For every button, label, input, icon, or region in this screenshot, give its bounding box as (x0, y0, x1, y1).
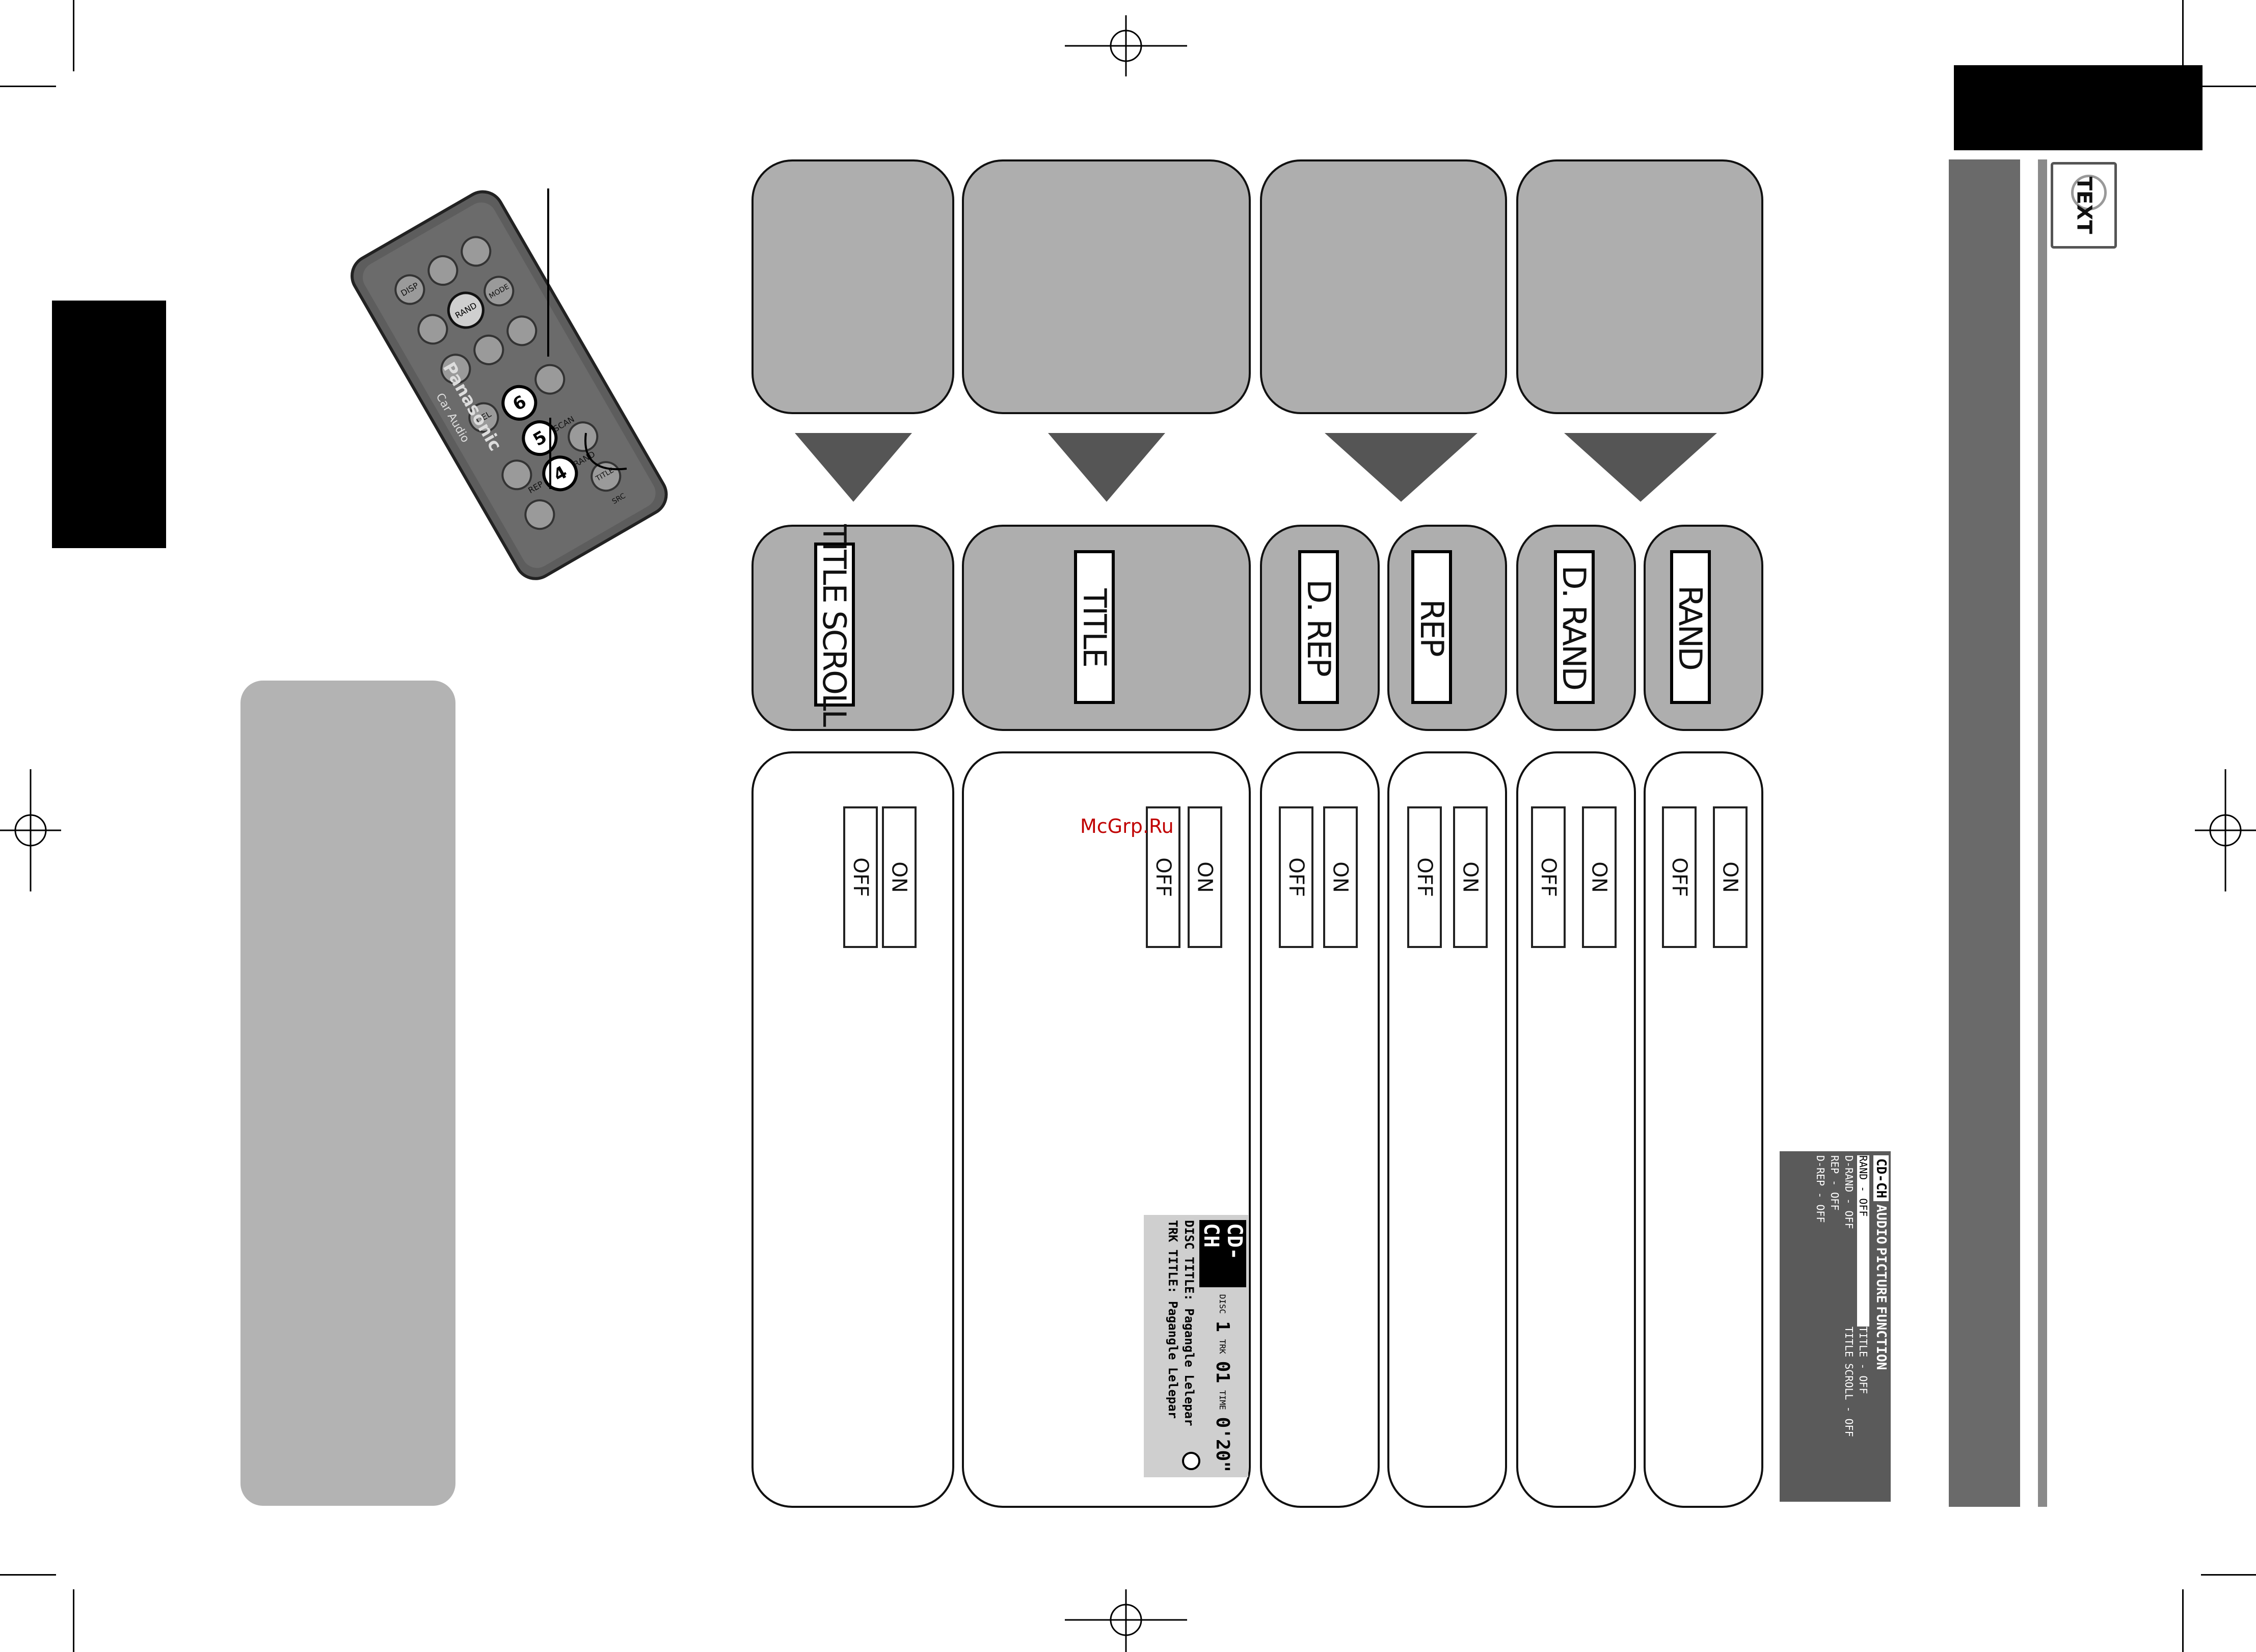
display-panel-title-scroll (751, 159, 954, 414)
menu-item-rep: REP - OFF (1829, 1155, 1841, 1211)
crop-mark (0, 1574, 56, 1576)
mode-label-rep: REP (1411, 550, 1452, 704)
registration-mark-right (2195, 769, 2256, 891)
menu-item-d-rep: D-REP - OFF (1814, 1155, 1827, 1223)
page-tab-right (1954, 65, 2203, 150)
crop-mark (2182, 0, 2184, 71)
page-tab-left (52, 301, 166, 548)
mode-label-title-scroll: TITLE SCROLL (814, 524, 855, 725)
display-panel-title (962, 159, 1251, 414)
state-panel-d-rep (1260, 751, 1380, 1508)
menu-tab-picture: PICTURE (1873, 1247, 1889, 1304)
cd-screen-disc-title: DISC TITLE: Pagangle Lelepar (1182, 1220, 1196, 1426)
arrow-down-icon (1048, 433, 1165, 502)
menu-item-rand: RAND - OFF (1857, 1155, 1869, 1326)
watermark: McGrp.Ru (1080, 815, 1174, 837)
menu-item-title: TITLE - OFF (1857, 1326, 1869, 1394)
arrow-down-icon (1325, 433, 1478, 502)
state-on-rep: ON (1453, 806, 1488, 948)
display-panel-rand (1516, 159, 1763, 414)
info-panel-left (240, 681, 455, 1506)
mode-label-d-rep: D. REP (1298, 550, 1339, 704)
state-off-d-rep: OFF (1279, 806, 1313, 948)
menu-item-d-rand: D-RAND - OFF (1843, 1155, 1855, 1229)
display-panel-rep (1260, 159, 1507, 414)
state-on-title-scroll: ON (882, 806, 917, 948)
function-menu-screen: CD-CH AUDIO PICTURE FUNCTION RAND - OFF … (1780, 1151, 1891, 1502)
menu-tab-audio: AUDIO (1873, 1204, 1889, 1244)
crop-mark (0, 86, 56, 87)
registration-mark-top (1065, 15, 1187, 76)
crop-mark (2201, 1574, 2256, 1576)
state-off-d-rand: OFF (1531, 806, 1566, 948)
state-on-title: ON (1188, 806, 1222, 948)
registration-mark-bottom (1065, 1589, 1187, 1652)
disc-icon (1182, 1452, 1200, 1470)
state-off-title: OFF (1146, 806, 1180, 948)
arrow-down-icon (795, 433, 912, 502)
remote-callout-lines (547, 188, 627, 489)
arrow-down-icon (1564, 433, 1717, 502)
state-off-rand: OFF (1662, 806, 1697, 948)
cd-changer-screen: CD-CH DISC 1 TRK 01 TIME 0'20" DISC TITL… (1144, 1215, 1248, 1477)
mode-label-rand: RAND (1670, 550, 1711, 704)
crop-mark (2201, 86, 2256, 87)
mode-label-d-rand: D. RAND (1554, 550, 1595, 704)
menu-tab-function: FUNCTION (1873, 1306, 1889, 1370)
menu-item-title-scroll: TITLE SCROLL - OFF (1843, 1326, 1855, 1437)
cd-screen-header: CD-CH (1199, 1220, 1246, 1287)
state-on-d-rep: ON (1323, 806, 1358, 948)
crop-mark (73, 0, 74, 71)
state-on-rand: ON (1713, 806, 1748, 948)
crop-mark (73, 1589, 74, 1652)
mode-label-title: TITLE (1074, 550, 1115, 704)
side-bar-line (2038, 159, 2047, 1507)
state-panel-rep (1387, 751, 1507, 1508)
menu-tab-cd-ch: CD-CH (1873, 1155, 1889, 1202)
state-off-rep: OFF (1407, 806, 1442, 948)
remote-control-illustration: 6 5 4 RAND DEL DISP SCAN RAND REP TITLE … (351, 190, 668, 580)
text-icon: TEXT (2051, 162, 2117, 249)
side-bar-dark (1949, 159, 2020, 1507)
cd-screen-track-title: TRK TITLE: Pagangle Lelepar (1166, 1220, 1180, 1419)
state-on-d-rand: ON (1582, 806, 1617, 948)
registration-mark-left (0, 769, 61, 891)
crop-mark (2182, 1589, 2184, 1652)
state-off-title-scroll: OFF (843, 806, 878, 948)
